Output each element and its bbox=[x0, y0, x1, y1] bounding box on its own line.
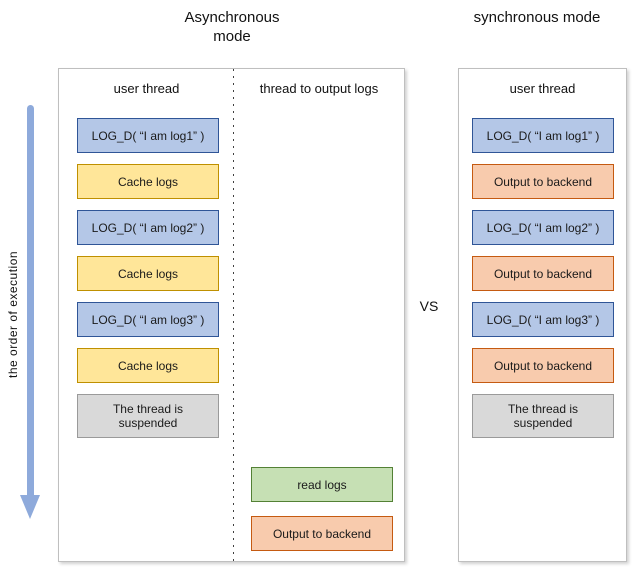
log-call-box: LOG_D( “I am log2” ) bbox=[77, 210, 219, 245]
sync-mode-title: synchronous mode bbox=[473, 9, 601, 26]
async-mode-panel: user thread thread to output logs LOG_D(… bbox=[58, 68, 405, 562]
read-logs-box: read logs bbox=[251, 467, 393, 502]
cache-logs-box: Cache logs bbox=[77, 348, 219, 383]
log-call-box: LOG_D( “I am log1” ) bbox=[77, 118, 219, 153]
thread-divider-dotted-line bbox=[233, 69, 234, 561]
execution-order-arrow-line bbox=[27, 105, 34, 497]
async-user-thread-header: user thread bbox=[113, 81, 180, 96]
thread-suspended-box: The thread is suspended bbox=[472, 394, 614, 438]
log-call-box: LOG_D( “I am log3” ) bbox=[472, 302, 614, 337]
output-to-backend-box: Output to backend bbox=[472, 348, 614, 383]
cache-logs-box: Cache logs bbox=[77, 256, 219, 291]
sync-user-thread-header: user thread bbox=[509, 81, 576, 96]
thread-suspended-box: The thread is suspended bbox=[77, 394, 219, 438]
execution-order-arrow-head bbox=[20, 495, 40, 519]
sync-mode-panel: user thread LOG_D( “I am log1” ) Output … bbox=[458, 68, 627, 562]
log-call-box: LOG_D( “I am log1” ) bbox=[472, 118, 614, 153]
async-output-thread-header: thread to output logs bbox=[259, 81, 379, 96]
log-call-box: LOG_D( “I am log2” ) bbox=[472, 210, 614, 245]
execution-order-label: the order of execution bbox=[6, 250, 20, 378]
async-mode-title: Asynchronous mode bbox=[184, 9, 280, 45]
output-to-backend-box: Output to backend bbox=[251, 516, 393, 551]
cache-logs-box: Cache logs bbox=[77, 164, 219, 199]
log-call-box: LOG_D( “I am log3” ) bbox=[77, 302, 219, 337]
versus-label: VS bbox=[419, 298, 439, 314]
output-to-backend-box: Output to backend bbox=[472, 256, 614, 291]
output-to-backend-box: Output to backend bbox=[472, 164, 614, 199]
